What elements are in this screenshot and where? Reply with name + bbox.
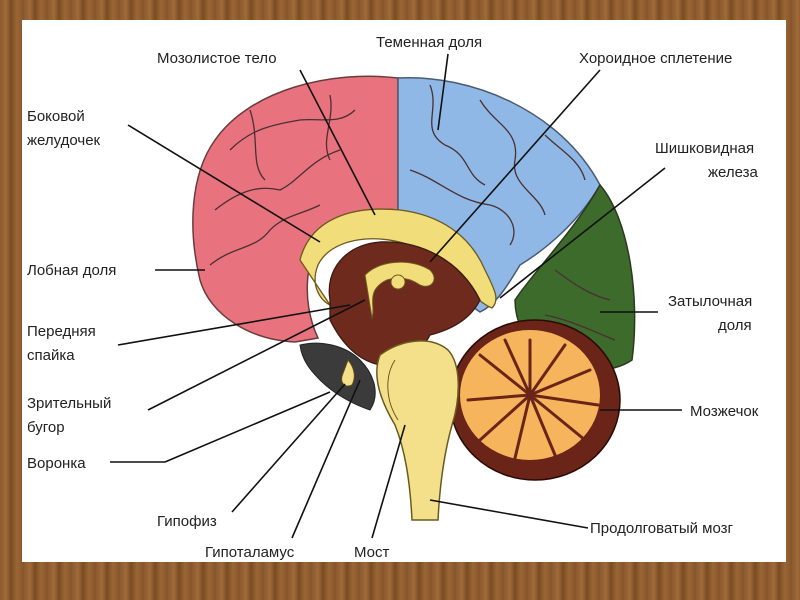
label-ant-commissure-2: спайка: [27, 347, 75, 364]
label-corpus-callosum: Мозолистое тело: [157, 50, 277, 67]
label-occipital-2: доля: [718, 317, 752, 334]
hypothalamus-region: [299, 342, 376, 411]
labels: Мозолистое тело Теменная доля Хороидное …: [27, 34, 759, 561]
label-cerebellum: Мозжечок: [690, 403, 759, 420]
label-pineal-2: железа: [708, 164, 759, 181]
parietal-sulci: [409, 84, 586, 246]
label-medulla: Продолговатый мозг: [590, 520, 734, 537]
label-hypothalamus: Гипоталамус: [205, 544, 295, 561]
label-frontal-lobe: Лобная доля: [27, 262, 116, 279]
label-parietal-lobe: Теменная доля: [376, 34, 482, 51]
label-pineal-1: Шишковидная: [655, 140, 754, 157]
frontal-sulci: [209, 94, 356, 266]
label-occipital-1: Затылочная: [668, 293, 752, 310]
fornix-structure: [364, 261, 435, 320]
label-infundibulum: Воронка: [27, 455, 86, 472]
label-pons: Мост: [354, 544, 390, 561]
brainstem-region: [376, 340, 459, 521]
label-lateral-ventricle-1: Боковой: [27, 108, 85, 125]
label-thalamus-2: бугор: [27, 419, 65, 436]
label-choroid-plexus: Хороидное сплетение: [579, 50, 732, 67]
label-thalamus-1: Зрительный: [27, 395, 111, 412]
leader-lines: [110, 53, 682, 539]
label-ant-commissure-1: Передняя: [27, 323, 96, 340]
cerebellum-folia: [466, 338, 600, 460]
label-pituitary: Гипофиз: [157, 513, 217, 530]
thalamus-structure: [390, 274, 406, 290]
pons-bulge: [387, 359, 399, 421]
pituitary-structure: [341, 359, 355, 387]
occipital-sulci: [544, 269, 616, 341]
corpus-callosum-region: [299, 208, 497, 309]
label-lateral-ventricle-2: желудочек: [27, 132, 101, 149]
